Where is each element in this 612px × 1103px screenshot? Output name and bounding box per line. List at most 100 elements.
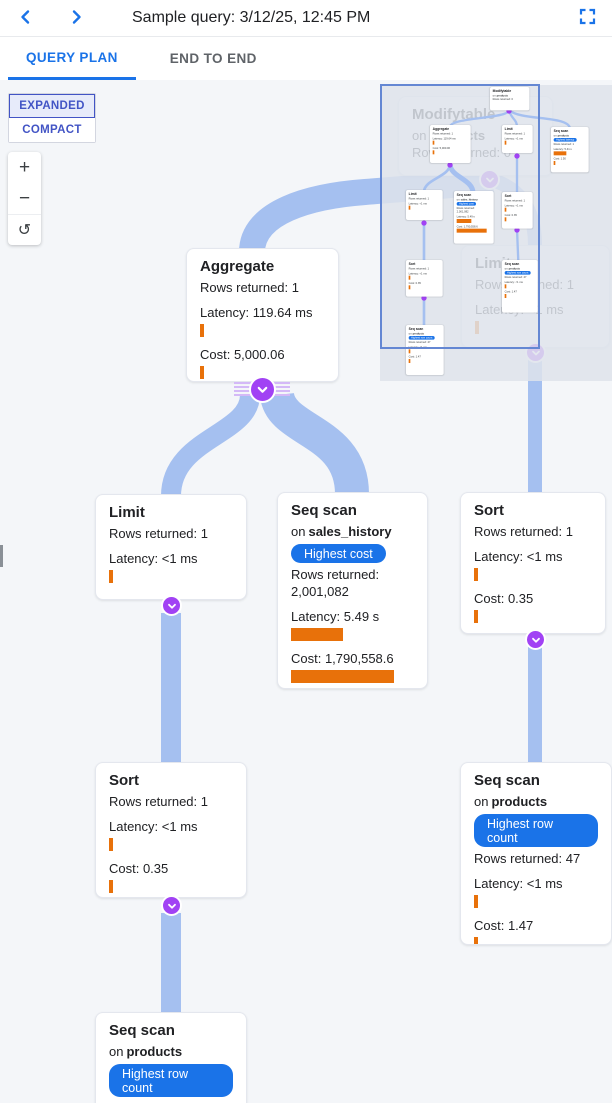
highest-row-count-badge: Highest row count xyxy=(408,335,435,340)
node-cost: Cost: 1.47 xyxy=(408,355,421,359)
collapse-button-aggregate[interactable] xyxy=(249,376,276,403)
node-rows: Rows returned: 1 xyxy=(432,131,453,135)
minimap[interactable]: Modifytable onproducts Rows returned: 0 … xyxy=(380,84,612,381)
next-query-button[interactable] xyxy=(62,4,90,32)
plus-icon: + xyxy=(18,157,31,178)
node-rows: Rows returned: 1 xyxy=(200,280,299,295)
chevron-down-icon xyxy=(255,382,270,397)
minimap-node-modifytable: Modifytable onproducts Rows returned: 0 xyxy=(489,86,530,111)
node-rows: Rows returned: 1 xyxy=(553,142,574,146)
cost-bar xyxy=(474,610,478,623)
latency-bar xyxy=(432,140,435,145)
latency-bar xyxy=(408,349,411,354)
minimap-node-limit-2: Limit Rows returned: 1 Latency: <1 ms xyxy=(405,189,443,220)
highest-row-count-badge: Highest row count xyxy=(109,1064,233,1097)
tab-query-plan[interactable]: QUERY PLAN xyxy=(8,37,136,80)
collapse-button-limit[interactable] xyxy=(161,595,182,616)
node-rows: Rows returned: 1 xyxy=(408,266,429,270)
previous-query-button[interactable] xyxy=(12,4,40,32)
node-title: Aggregate xyxy=(200,258,275,275)
compact-button[interactable]: COMPACT xyxy=(9,118,95,142)
node-latency: Latency: <1 ms xyxy=(474,876,563,891)
node-latency: Latency: 5.49 s xyxy=(291,609,380,624)
node-latency: Latency: <1 ms xyxy=(408,271,427,275)
minimap-node-limit: Limit Rows returned: 1 Latency: <1 ms xyxy=(501,124,533,153)
node-rows: Rows returned: xyxy=(456,206,475,210)
node-cost: Cost: 1.50 xyxy=(553,157,566,161)
plan-node-sort-left[interactable]: Sort Rows returned: 1 Latency: <1 ms Cos… xyxy=(95,762,247,898)
plan-node-limit[interactable]: Limit Rows returned: 1 Latency: <1 ms xyxy=(95,494,247,600)
node-rows-value: 2,001,082 xyxy=(291,584,349,599)
node-title: Sort xyxy=(474,502,504,519)
minimap-node-sort-2: Sort Rows returned: 1 Latency: <1 ms Cos… xyxy=(405,259,443,297)
minimap-node-seq-scan-sales: Seq scan onsales_history Highest cost Ro… xyxy=(453,190,494,244)
node-cost: Cost: 1,790,558.6 xyxy=(291,651,394,666)
chevron-down-icon xyxy=(530,634,542,646)
node-title: Aggregate xyxy=(432,127,450,131)
plan-node-sort-right[interactable]: Sort Rows returned: 1 Latency: <1 ms Cos… xyxy=(460,492,606,634)
node-rows: Rows returned: 47 xyxy=(408,340,431,344)
node-rows: Rows returned: 1 xyxy=(109,794,208,809)
highest-row-count-badge: Highest row count xyxy=(504,270,531,275)
plan-node-aggregate[interactable]: Aggregate Rows returned: 1 Latency: 119.… xyxy=(186,248,339,382)
fullscreen-button[interactable] xyxy=(574,5,600,31)
collapse-button-sort-left[interactable] xyxy=(161,895,182,916)
latency-bar xyxy=(291,628,343,641)
zoom-reset-button[interactable]: ↺ xyxy=(8,214,41,245)
node-cost: Cost: 5,000.06 xyxy=(432,146,451,150)
cost-bar xyxy=(109,880,113,893)
cost-bar xyxy=(200,366,204,379)
node-title: Limit xyxy=(408,192,417,196)
node-title: Seq scan xyxy=(291,502,357,519)
reset-icon: ↺ xyxy=(17,222,32,239)
chevron-left-icon xyxy=(18,9,34,28)
zoom-out-button[interactable]: − xyxy=(8,183,41,214)
node-title: Limit xyxy=(109,504,145,521)
node-title: Limit xyxy=(504,127,513,131)
header: Sample query: 3/12/25, 12:45 PM xyxy=(0,0,612,37)
node-title: Seq scan xyxy=(504,262,520,266)
minimap-node-seq-scan-products: Seq scan onproducts Highest row count Ro… xyxy=(501,259,538,313)
minimap-viewport[interactable] xyxy=(380,84,540,349)
node-cost: Cost: 0.35 xyxy=(504,213,517,217)
node-table: onproducts xyxy=(492,93,509,97)
latency-bar xyxy=(408,275,411,280)
node-cost: Cost: 0.35 xyxy=(408,281,421,285)
cost-bar xyxy=(432,150,435,155)
tab-end-to-end[interactable]: END TO END xyxy=(152,37,275,80)
node-title: Seq scan xyxy=(408,327,424,331)
node-latency: Latency: <1 ms xyxy=(504,280,523,284)
node-cost: Cost: 5,000.06 xyxy=(200,347,285,362)
node-rows: Rows returned: 47 xyxy=(504,275,527,279)
cost-bar xyxy=(408,358,411,363)
highest-row-count-badge: Highest row count xyxy=(474,814,598,847)
collapse-button-sort-right[interactable] xyxy=(525,629,546,650)
plan-node-seq-scan-products-bottom[interactable]: Seq scan onproducts Highest row count Ro… xyxy=(95,1012,247,1103)
layout-toggle: EXPANDED COMPACT xyxy=(8,93,96,143)
latency-bar xyxy=(504,207,507,212)
latency-bar xyxy=(456,218,472,223)
node-latency: Latency: <1 ms xyxy=(109,819,198,834)
plan-canvas[interactable]: Modifytable onproducts Rows returned: 0 … xyxy=(0,80,612,1103)
node-rows: Rows returned: 1 xyxy=(504,131,525,135)
expanded-button[interactable]: EXPANDED xyxy=(9,94,95,118)
node-table: onproducts xyxy=(408,331,425,335)
node-title: Sort xyxy=(504,194,512,198)
cost-bar xyxy=(504,293,507,298)
zoom-controls: + − ↺ xyxy=(8,152,41,245)
node-rows: Rows returned: 1 xyxy=(474,524,573,539)
latency-bar xyxy=(474,568,478,581)
node-latency: Latency: <1 ms xyxy=(504,136,523,140)
node-title: Seq scan xyxy=(474,772,540,789)
node-latency: Latency: <1 ms xyxy=(504,203,523,207)
node-latency: Latency: 119.64 ms xyxy=(200,305,313,320)
node-title: Seq scan xyxy=(553,129,569,133)
latency-bar xyxy=(408,205,411,210)
latency-bar xyxy=(504,140,507,145)
zoom-in-button[interactable]: + xyxy=(8,152,41,183)
left-scrollbar-thumb[interactable] xyxy=(0,545,3,567)
node-latency: Latency: <1 ms xyxy=(109,551,198,566)
